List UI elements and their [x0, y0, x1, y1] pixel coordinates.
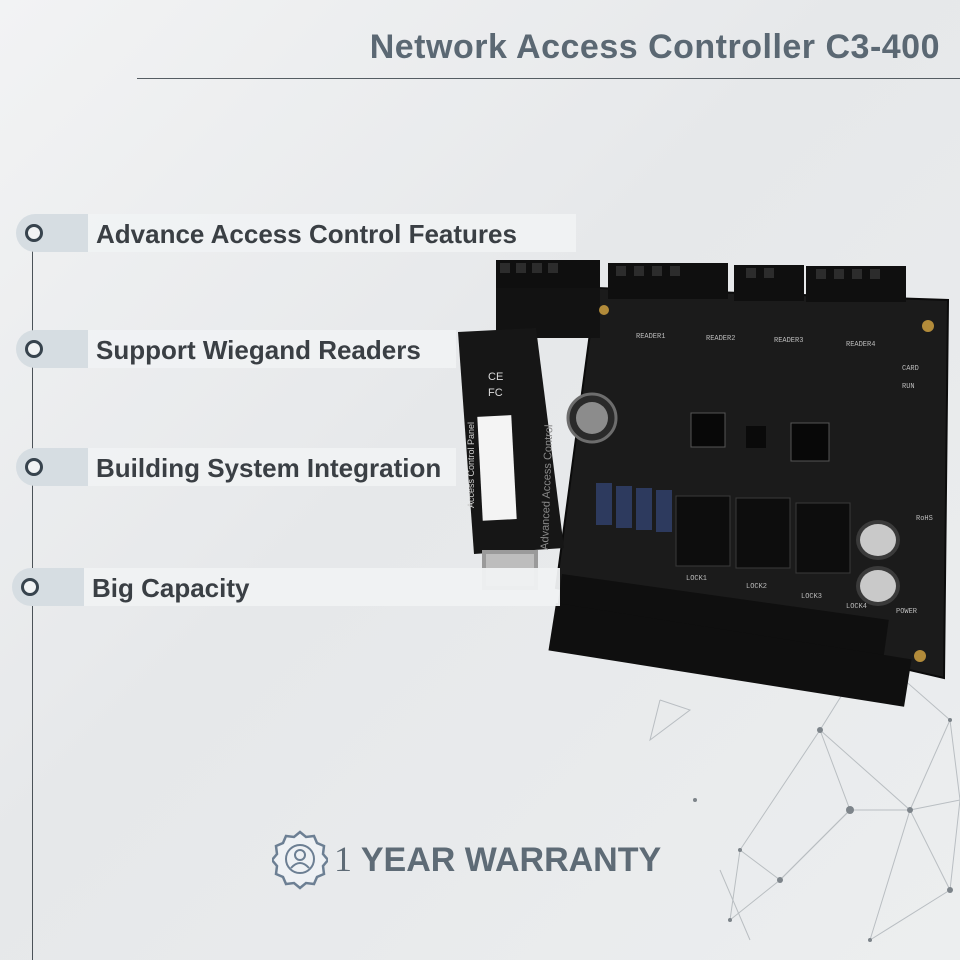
silk-lock4: LOCK4	[846, 603, 867, 611]
bullet-icon	[21, 578, 39, 596]
silk-reader4: READER4	[846, 341, 875, 349]
feature-item: Big Capacity	[12, 568, 560, 606]
warranty-number: 1	[334, 839, 352, 879]
fc-mark: FC	[488, 387, 503, 399]
silk-rohs: RoHS	[916, 515, 933, 523]
feature-label: Building System Integration	[96, 453, 442, 483]
label-background	[88, 448, 456, 486]
silk-run: RUN	[902, 383, 915, 391]
page-title: Network Access Controller C3-400	[369, 28, 940, 66]
controller-board-image: Access Control Panel Advanced Access Con…	[458, 260, 950, 707]
feature-item: Support Wiegand Readers	[16, 330, 456, 368]
silk-reader2: READER2	[706, 335, 735, 343]
silk-power: POWER	[896, 608, 918, 616]
bullet-icon	[25, 340, 43, 358]
side-label-2: Advanced Access Control	[539, 424, 555, 550]
label-background	[84, 568, 560, 606]
feature-label: Big Capacity	[92, 573, 250, 603]
silk-reader1: READER1	[636, 333, 665, 341]
feature-item: Building System Integration	[16, 448, 456, 486]
silk-card: CARD	[902, 365, 919, 373]
warranty-label: YEAR WARRANTY	[360, 841, 662, 879]
warranty-text: 1 YEAR WARRANTY	[334, 838, 661, 880]
title-divider	[137, 78, 960, 79]
silk-lock1: LOCK1	[686, 575, 707, 583]
feature-label: Support Wiegand Readers	[96, 335, 421, 365]
label-background	[88, 330, 456, 368]
label-background	[88, 214, 576, 252]
silk-lock2: LOCK2	[746, 583, 767, 591]
bullet-icon	[25, 458, 43, 476]
silk-reader3: READER3	[774, 337, 803, 345]
award-badge-icon	[272, 830, 328, 890]
feature-item: Advance Access Control Features	[16, 214, 576, 252]
ce-mark: CE	[488, 371, 503, 383]
side-label: Access Control Panel	[466, 422, 476, 508]
silk-lock3: LOCK3	[801, 593, 822, 601]
bullet-icon	[25, 224, 43, 242]
feature-label: Advance Access Control Features	[96, 219, 517, 249]
